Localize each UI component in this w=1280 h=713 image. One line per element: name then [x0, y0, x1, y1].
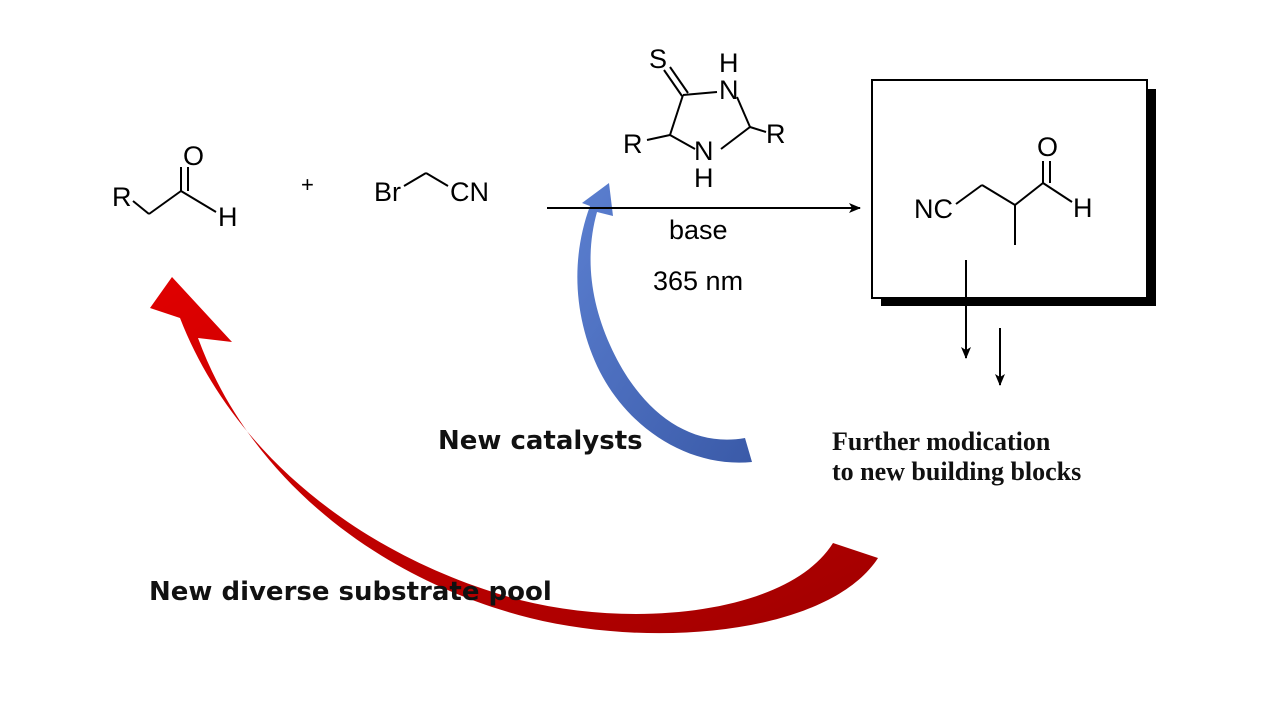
br-label: Br — [374, 177, 401, 207]
plus-sign: + — [301, 172, 314, 197]
aldehyde-h-label: H — [218, 202, 238, 232]
new-catalysts-arrow — [577, 183, 752, 463]
catalyst-bottom-n-label: N — [694, 136, 714, 166]
catalyst-structure: S H N N H R R — [623, 44, 786, 193]
further-modication-line2: to new building blocks — [832, 457, 1081, 486]
cn-label: CN — [450, 177, 489, 207]
catalyst-bottom-h-label: H — [694, 163, 714, 193]
product-structure: NC O H — [914, 132, 1093, 245]
catalyst-r-left-label: R — [623, 129, 643, 159]
condition-base: base — [669, 215, 728, 245]
product-o-label: O — [1037, 132, 1058, 162]
aldehyde-o-label: O — [183, 141, 204, 171]
further-modication-line1: Further modication — [832, 427, 1051, 456]
condition-light: 365 nm — [653, 266, 743, 296]
product-box — [871, 79, 1156, 306]
new-catalysts-caption: New catalysts — [438, 426, 643, 456]
aldehyde-r-label: R — [112, 182, 132, 212]
catalyst-r-right-label: R — [766, 119, 786, 149]
catalyst-top-h-label: H — [719, 48, 739, 78]
product-h-label: H — [1073, 193, 1093, 223]
product-nc-label: NC — [914, 194, 953, 224]
catalyst-top-n-label: N — [719, 75, 739, 105]
substrate-pool-caption: New diverse substrate pool — [149, 577, 552, 607]
catalyst-s-label: S — [649, 44, 667, 74]
substrate-pool-arrow — [150, 277, 878, 634]
aldehyde-reactant: R O H — [112, 141, 238, 232]
bromoacetonitrile-reactant: Br CN — [374, 172, 489, 207]
